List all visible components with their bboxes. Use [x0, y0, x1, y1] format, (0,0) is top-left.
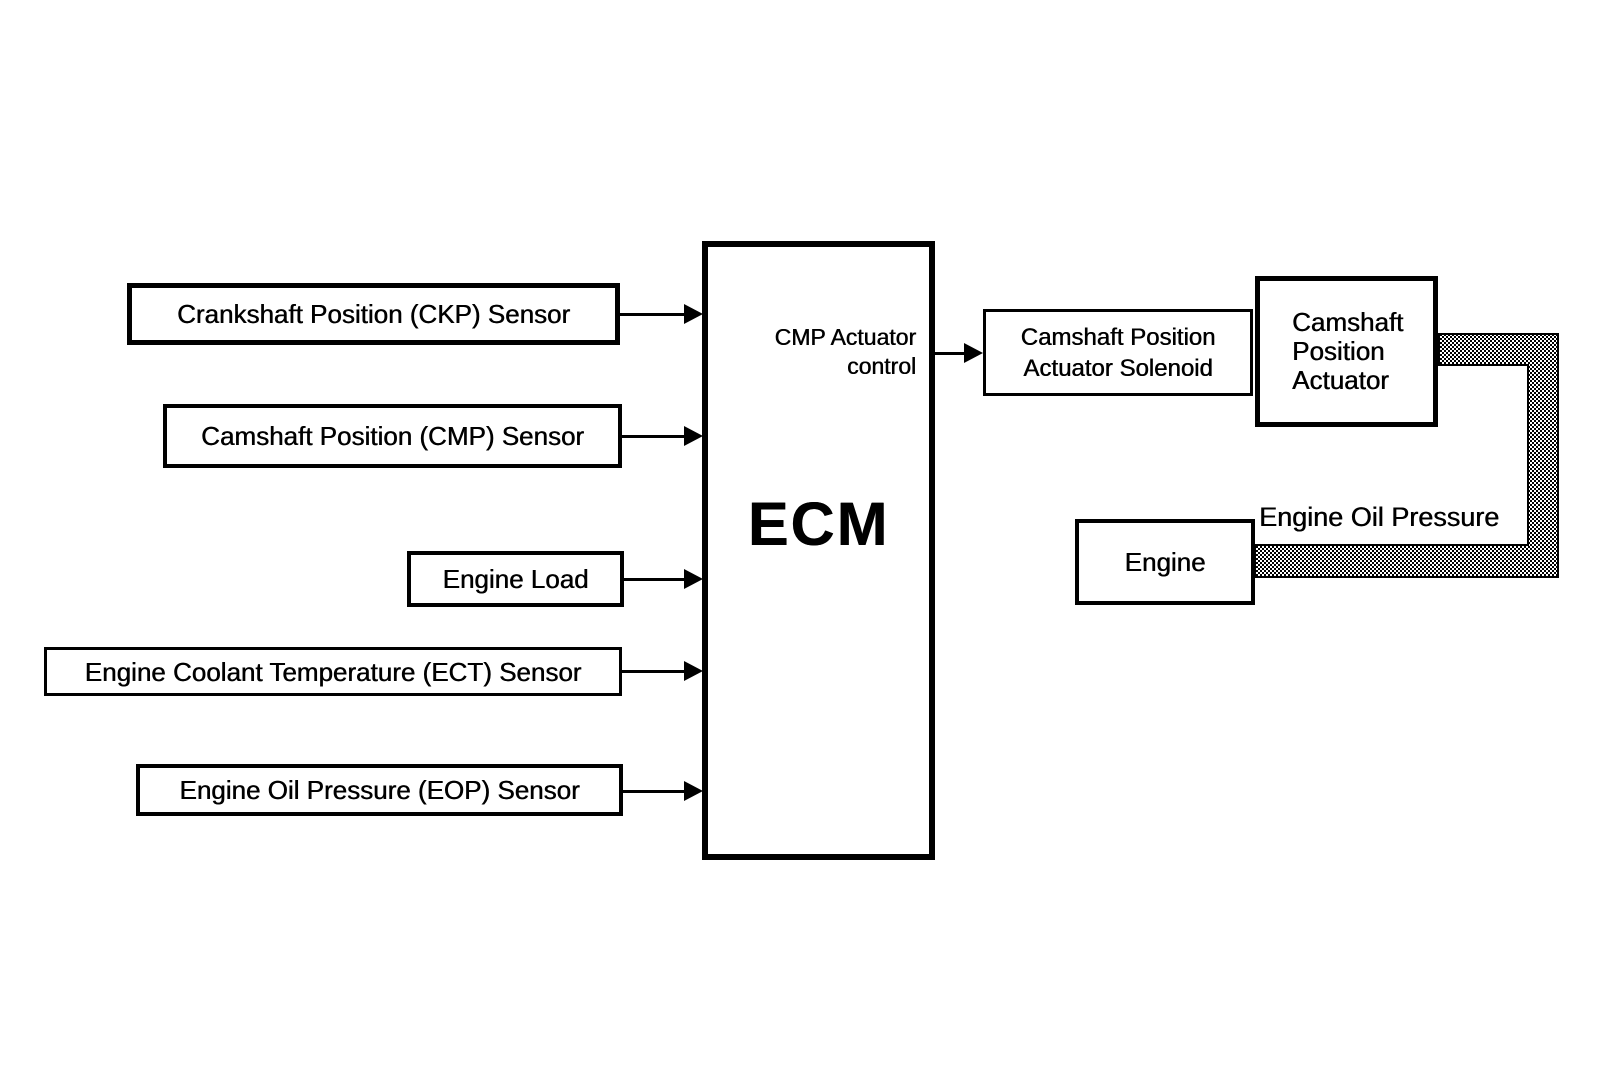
- oil-pressure-pipe: [1254, 333, 1559, 578]
- arrow-shaft: [623, 789, 686, 793]
- node-label: Crankshaft Position (CKP) Sensor: [176, 299, 571, 329]
- arrowhead-icon: [684, 781, 703, 801]
- arrow-shaft: [624, 577, 686, 581]
- node-label: Engine Oil Pressure (EOP) Sensor: [179, 775, 580, 805]
- ecm-output-label: CMP Actuator control: [775, 323, 916, 381]
- node-ecm: CMP Actuator control ECM: [702, 241, 935, 860]
- arrow-shaft: [622, 434, 686, 438]
- arrowhead-icon: [684, 661, 703, 681]
- ecm-output-label-line2: control: [846, 353, 916, 379]
- node-camshaft-position-sensor: Camshaft Position (CMP) Sensor: [163, 404, 622, 468]
- label-engine-oil-pressure: Engine Oil Pressure: [1259, 502, 1500, 532]
- node-engine: Engine: [1075, 519, 1255, 605]
- node-crankshaft-position-sensor: Crankshaft Position (CKP) Sensor: [127, 283, 620, 345]
- arrowhead-icon: [684, 304, 703, 324]
- node-engine-coolant-temperature-sensor: Engine Coolant Temperature (ECT) Sensor: [44, 647, 622, 696]
- oil-pressure-pipe-shape: [1254, 333, 1559, 578]
- node-label: Engine Coolant Temperature (ECT) Sensor: [84, 656, 582, 687]
- node-label-line2: Position: [1292, 336, 1385, 366]
- arrowhead-icon: [964, 343, 983, 363]
- ecm-output-label-line1: CMP Actuator: [774, 324, 916, 350]
- arrow-shaft: [935, 351, 966, 355]
- ecm-title: ECM: [747, 490, 890, 558]
- node-label-line1: Camshaft Position: [1020, 323, 1216, 351]
- node-label: Engine: [1124, 547, 1206, 577]
- node-engine-oil-pressure-sensor: Engine Oil Pressure (EOP) Sensor: [136, 764, 623, 816]
- node-label-line1: Camshaft: [1292, 307, 1404, 337]
- arrowhead-icon: [684, 569, 703, 589]
- arrowhead-icon: [684, 426, 703, 446]
- node-engine-load: Engine Load: [407, 551, 624, 607]
- arrow-shaft: [620, 312, 686, 316]
- node-label: Camshaft Position (CMP) Sensor: [201, 421, 584, 451]
- arrow-shaft: [622, 669, 686, 673]
- node-camshaft-position-actuator: Camshaft Position Actuator: [1255, 276, 1438, 427]
- node-label: Engine Load: [442, 564, 589, 594]
- node-label-line3: Actuator: [1292, 365, 1389, 395]
- node-camshaft-position-actuator-solenoid: Camshaft Position Actuator Solenoid: [983, 309, 1253, 396]
- node-label-line2: Actuator Solenoid: [1023, 354, 1213, 382]
